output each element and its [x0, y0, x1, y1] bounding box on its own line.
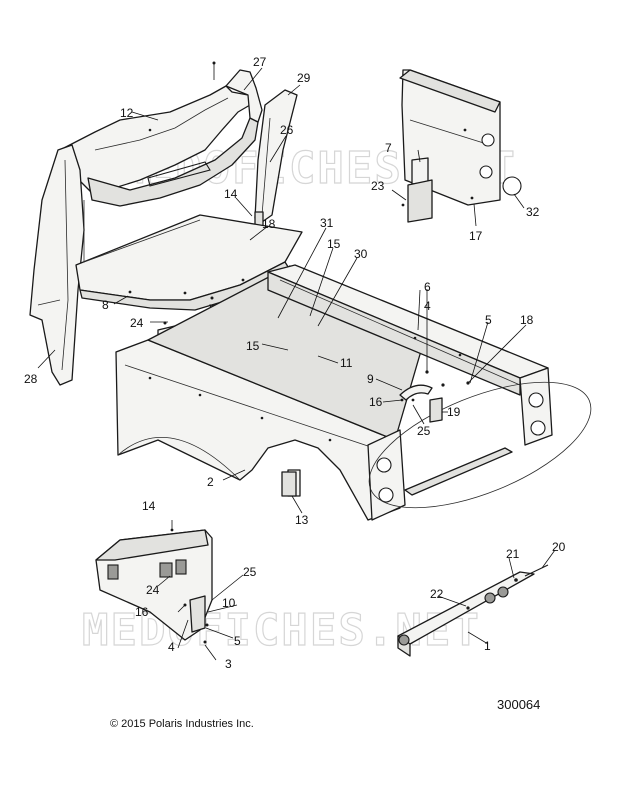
- callout-3: 3: [225, 657, 232, 671]
- callout-12: 12: [120, 106, 134, 120]
- part-23-plate: [401, 179, 433, 223]
- callout-16b: 16: [135, 605, 149, 619]
- copyright-notice: © 2015 Polaris Industries Inc.: [110, 718, 254, 730]
- callout-31: 31: [320, 216, 334, 230]
- callout-20: 20: [552, 540, 566, 554]
- callout-24a: 24: [130, 316, 144, 330]
- callout-4b: 4: [168, 640, 175, 654]
- callout-16a: 16: [369, 395, 383, 409]
- callout-4a: 4: [424, 299, 431, 313]
- callout-13: 13: [295, 513, 309, 527]
- callout-6: 6: [424, 280, 431, 294]
- callout-1: 1: [484, 639, 491, 653]
- part-19-bracket: [429, 397, 443, 423]
- leader-lines: [37, 67, 556, 661]
- part-27-bracket: [225, 69, 263, 123]
- callout-25b: 25: [243, 565, 257, 579]
- part-9-bumper: [399, 384, 433, 401]
- callout-2: 2: [207, 475, 214, 489]
- callout-14a: 14: [224, 187, 238, 201]
- callout-5b: 5: [234, 634, 241, 648]
- callout-19: 19: [447, 405, 461, 419]
- callout-30: 30: [354, 247, 368, 261]
- callout-23: 23: [371, 179, 385, 193]
- callout-15a: 15: [327, 237, 341, 251]
- callout-18b: 18: [520, 313, 534, 327]
- callout-24b: 24: [146, 583, 160, 597]
- callout-14b: 14: [142, 499, 156, 513]
- callout-26: 26: [280, 123, 294, 137]
- figure-number: 300064: [497, 697, 541, 712]
- callout-11: 11: [340, 356, 353, 370]
- callout-29: 29: [297, 71, 311, 85]
- part-13-block: [281, 471, 297, 497]
- callout-15b: 15: [246, 339, 260, 353]
- callout-5a: 5: [485, 313, 492, 327]
- part-28-left-pillar: [29, 144, 85, 386]
- part-29-right-pillar: [254, 89, 298, 227]
- callout-32: 32: [526, 205, 540, 219]
- callout-22: 22: [430, 587, 444, 601]
- callout-18a: 18: [262, 217, 276, 231]
- part-12-upper-panel: [59, 61, 259, 207]
- lower-left-inset: [95, 520, 213, 644]
- callout-28: 28: [24, 372, 38, 386]
- highlight-ellipse: [368, 381, 592, 509]
- callout-9: 9: [367, 372, 374, 386]
- callout-17: 17: [469, 229, 483, 243]
- lower-right-rail: [397, 564, 549, 657]
- callout-27: 27: [253, 55, 267, 69]
- callout-21: 21: [506, 547, 520, 561]
- callout-7: 7: [385, 141, 392, 155]
- callout-10: 10: [222, 596, 236, 610]
- part-8-panel: [75, 200, 303, 311]
- callouts: 12 27 29 26 14 18 31 15 30 8 24 15 11 6 …: [24, 55, 566, 671]
- callout-8: 8: [102, 298, 109, 312]
- callout-25a: 25: [417, 424, 431, 438]
